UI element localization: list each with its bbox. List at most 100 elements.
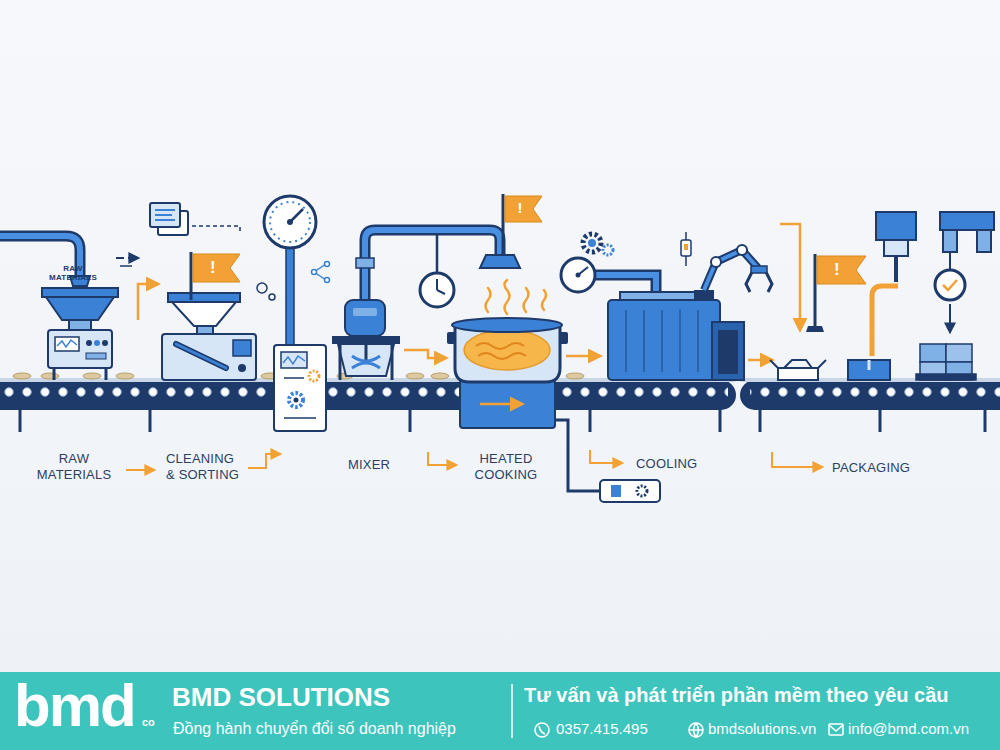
- flow-dashes: [120, 265, 132, 267]
- document-icon: [155, 214, 172, 216]
- email: info@bmd.com.vn: [848, 720, 969, 738]
- raw-material-hopper: [55, 337, 79, 351]
- mixer-machine: [352, 356, 380, 368]
- raw-material-hopper: [42, 288, 118, 380]
- flow-arrow: [566, 355, 600, 358]
- hopper-label: RAW MATERIALS: [45, 265, 101, 283]
- robot-arm: [704, 250, 758, 290]
- sensor-cable: [611, 485, 621, 497]
- pressure-gauge: [286, 246, 294, 348]
- open-box: [770, 360, 826, 380]
- conveyor-belt: [13, 373, 31, 379]
- sensor-cable: [600, 480, 660, 502]
- gear-icon: [603, 245, 613, 255]
- control-cabinet: [283, 356, 305, 364]
- document-icon: [150, 203, 180, 227]
- mixer-machine: [353, 308, 377, 316]
- warning-mark: !: [505, 198, 535, 218]
- pressure-gauge: [257, 196, 316, 348]
- cooking-pot: [460, 380, 555, 428]
- stage-label: HEATED COOKING: [464, 451, 548, 482]
- mixer-pipe: [480, 255, 520, 268]
- packing-machine: [872, 286, 898, 356]
- warning-flag: [817, 256, 866, 284]
- cooking-pot: [476, 343, 526, 359]
- packing-machine: [940, 212, 994, 230]
- timer-gauge: [437, 290, 445, 294]
- control-cabinet: [309, 371, 319, 381]
- stage-label: PACKAGING: [832, 460, 910, 476]
- timer-gauge: [436, 234, 439, 273]
- packing-machine: [872, 212, 994, 356]
- packing-machine: [894, 256, 898, 282]
- cooking-pot: [452, 318, 562, 332]
- closed-box: [848, 360, 890, 380]
- logo-suffix: co: [142, 716, 155, 729]
- control-cabinet: [289, 393, 303, 407]
- closed-box: [848, 360, 890, 380]
- stage-label: RAW MATERIALS: [28, 451, 120, 482]
- flow-arrow: [780, 224, 800, 330]
- warning-mark: !: [817, 259, 857, 281]
- stage-label: CLEANING & SORTING: [166, 451, 246, 482]
- packing-machine: [935, 270, 965, 300]
- stage-arrow: [248, 454, 280, 468]
- cleaning-machine: [233, 340, 251, 356]
- sensor-cable: [637, 486, 647, 496]
- phone-icon: [539, 726, 545, 734]
- open-box: [770, 360, 826, 368]
- slogan: Đồng hành chuyển đổi số doanh nghiệp: [173, 719, 456, 738]
- steam: [542, 290, 546, 310]
- cooking-pot: [464, 330, 550, 370]
- cooking-pot: [480, 403, 522, 406]
- mixer-pipe: [356, 258, 374, 268]
- raw-material-hopper: [57, 340, 77, 347]
- raw-material-hopper: [86, 340, 92, 346]
- pressure-gauge: [257, 283, 267, 293]
- packing-machine: [943, 280, 957, 290]
- timer-gauge: [436, 279, 438, 290]
- warning-flag: [505, 196, 542, 222]
- footer-band: bmdcoBMD SOLUTIONSĐồng hành chuyển đổi s…: [0, 672, 1000, 750]
- mixer-machine: [391, 344, 394, 380]
- cleaning-machine: [162, 334, 256, 380]
- gear-icon: [583, 234, 613, 255]
- stage-arrow: [590, 450, 622, 463]
- document-icon: [155, 219, 175, 221]
- cooling-tunnel: [626, 310, 698, 372]
- control-cabinet: [274, 345, 326, 431]
- company-name: BMD SOLUTIONS: [172, 682, 390, 713]
- robot-arm: [704, 250, 758, 290]
- cooling-tunnel: [712, 322, 744, 380]
- pallet-stack: [946, 344, 972, 362]
- warning-flag: [502, 194, 505, 255]
- robot-arm: [694, 290, 714, 300]
- background: [0, 0, 1000, 672]
- cooling-tunnel: [608, 300, 720, 380]
- warning-flag: [503, 194, 542, 255]
- raw-material-hopper: [102, 340, 108, 346]
- sensor-cable: [555, 420, 600, 491]
- cooling-tunnel: [661, 310, 663, 372]
- service-tagline: Tư vấn và phát triển phần mềm theo yêu c…: [524, 683, 949, 707]
- pallet-stack: [916, 374, 976, 380]
- warning-flag: [190, 252, 193, 300]
- network-icon: [325, 278, 330, 283]
- cooking-pot: [455, 325, 560, 382]
- packing-machine: [943, 230, 957, 252]
- pallet-stack: [916, 344, 976, 380]
- document-icon: [155, 209, 175, 211]
- pressure-gauge: [270, 202, 310, 242]
- cooling-pipe: [561, 258, 595, 292]
- warning-flag: [814, 254, 817, 326]
- raw-material-hopper: [86, 353, 106, 359]
- control-cabinet: [274, 345, 326, 431]
- raw-material-hopper: [105, 368, 108, 380]
- cleaning-machine: [176, 344, 226, 368]
- conveyor-belt: [406, 373, 424, 379]
- timer-gauge: [420, 273, 454, 307]
- steam: [486, 280, 547, 314]
- cooling-tunnel: [718, 330, 738, 374]
